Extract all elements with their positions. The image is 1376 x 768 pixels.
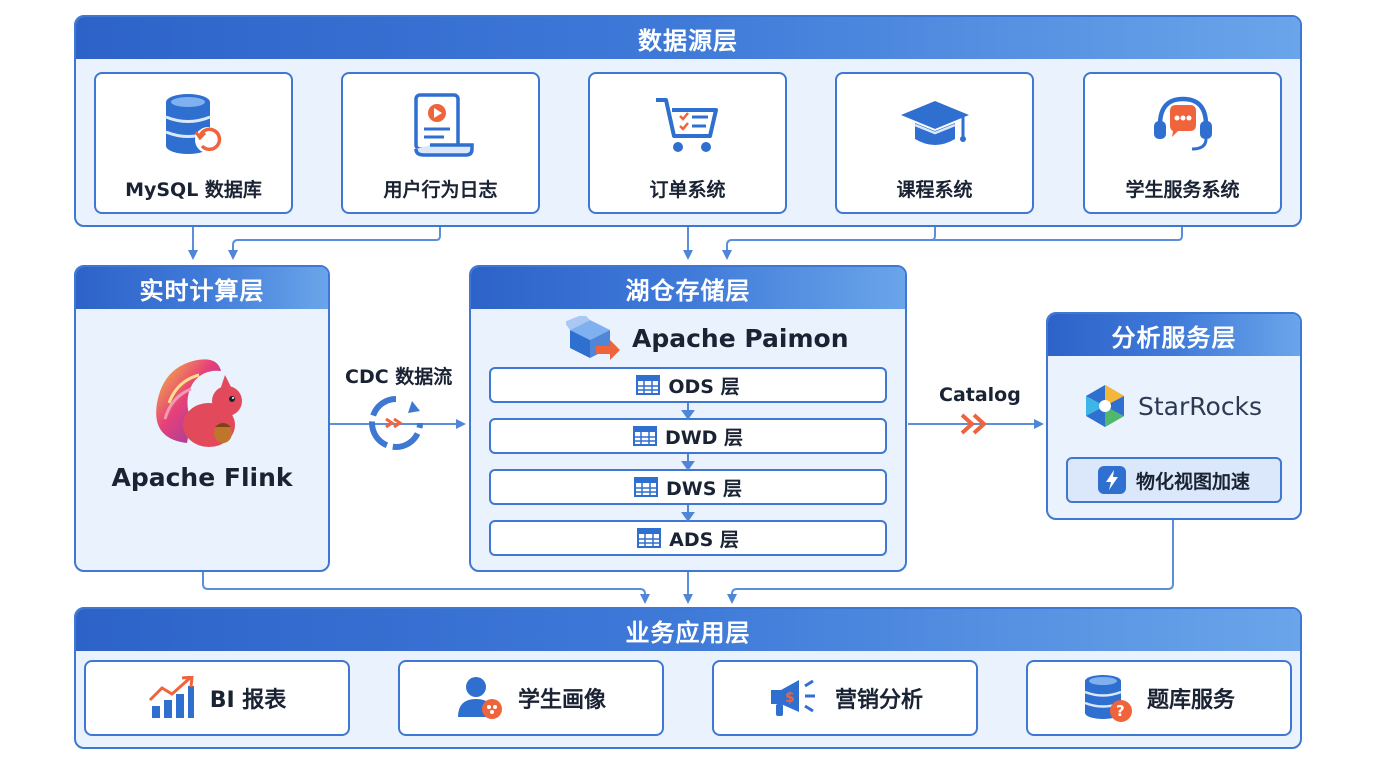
lake-engine-row: Apache Paimon xyxy=(566,316,849,360)
app-item-marketing[interactable]: $ 营销分析 xyxy=(712,660,978,736)
cdc-sync-icon xyxy=(369,396,423,450)
user-profile-icon xyxy=(457,677,502,719)
source-item-label: 课程系统 xyxy=(896,179,973,201)
source-item-label: 订单系统 xyxy=(649,179,726,201)
shopping-cart-icon xyxy=(655,97,718,152)
source-item-user-log[interactable]: 用户行为日志 xyxy=(341,72,540,214)
app-item-label: 题库服务 xyxy=(1146,688,1235,713)
database-question-icon: ? xyxy=(1084,675,1132,722)
source-item-label: 学生服务系统 xyxy=(1125,179,1240,201)
cdc-label: CDC 数据流 xyxy=(345,366,453,388)
catalog-label: Catalog xyxy=(939,384,1021,406)
arrow-compute-to-apps xyxy=(202,572,650,604)
lake-layer-arrows xyxy=(681,403,695,522)
mv-acceleration-label: 物化视图加速 xyxy=(1135,470,1250,493)
app-item-label: 学生画像 xyxy=(517,688,606,713)
app-item-label: BI 报表 xyxy=(209,688,287,713)
mv-acceleration-button[interactable]: 物化视图加速 xyxy=(1066,457,1282,503)
log-scroll-icon xyxy=(413,92,474,157)
lake-engine-name: Apache Paimon xyxy=(632,323,849,353)
compute-layer-title: 实时计算层 xyxy=(76,267,328,309)
svg-text:?: ? xyxy=(1116,702,1125,720)
source-item-label: MySQL 数据库 xyxy=(125,179,262,201)
paimon-box-icon xyxy=(566,316,620,360)
bar-chart-trend-icon xyxy=(148,676,194,718)
app-item-question-bank[interactable]: ? 题库服务 xyxy=(1026,660,1292,736)
app-layer-title: 业务应用层 xyxy=(76,609,1300,651)
starrocks-logo-icon xyxy=(1086,385,1124,427)
lake-layer-ods[interactable]: ODS 层 xyxy=(489,367,887,403)
source-item-student-service[interactable]: 学生服务系统 xyxy=(1083,72,1282,214)
lake-layer-label: DWS 层 xyxy=(665,477,743,500)
table-icon xyxy=(633,477,658,497)
source-item-order[interactable]: 订单系统 xyxy=(588,72,787,214)
lake-layer-dws[interactable]: DWS 层 xyxy=(489,469,887,505)
source-item-mysql[interactable]: MySQL 数据库 xyxy=(94,72,293,214)
compute-layer-panel: 实时计算层 Apache Flink xyxy=(74,265,330,572)
lake-layer-label: ODS 层 xyxy=(668,375,740,398)
lake-layer-ads[interactable]: ADS 层 xyxy=(489,520,887,556)
graduation-cap-icon xyxy=(900,100,969,145)
source-layer-title: 数据源层 xyxy=(76,17,1300,59)
source-item-course[interactable]: 课程系统 xyxy=(835,72,1034,214)
catalog-chevron-icon xyxy=(960,413,987,435)
analysis-engine-row: StarRocks xyxy=(1084,383,1262,429)
megaphone-icon: $ xyxy=(770,679,815,716)
analysis-layer-title: 分析服务层 xyxy=(1048,314,1300,356)
table-icon xyxy=(636,375,661,395)
lake-layer-label: DWD 层 xyxy=(664,426,744,449)
table-icon xyxy=(637,528,662,548)
compute-engine-name: Apache Flink xyxy=(111,463,293,492)
flink-squirrel-icon xyxy=(156,359,242,447)
app-item-bi-report[interactable]: BI 报表 xyxy=(84,660,350,736)
database-sync-icon xyxy=(164,93,221,154)
app-item-label: 营销分析 xyxy=(834,688,923,713)
svg-text:$: $ xyxy=(785,690,795,706)
analysis-engine-name: StarRocks xyxy=(1138,391,1263,421)
lake-layer-label: ADS 层 xyxy=(669,528,739,551)
lightning-icon xyxy=(1097,466,1126,494)
app-item-student-profile[interactable]: 学生画像 xyxy=(398,660,664,736)
lake-layer-title: 湖仓存储层 xyxy=(471,267,905,309)
headset-chat-icon xyxy=(1153,96,1212,150)
table-icon xyxy=(632,426,657,446)
source-item-label: 用户行为日志 xyxy=(383,179,498,201)
